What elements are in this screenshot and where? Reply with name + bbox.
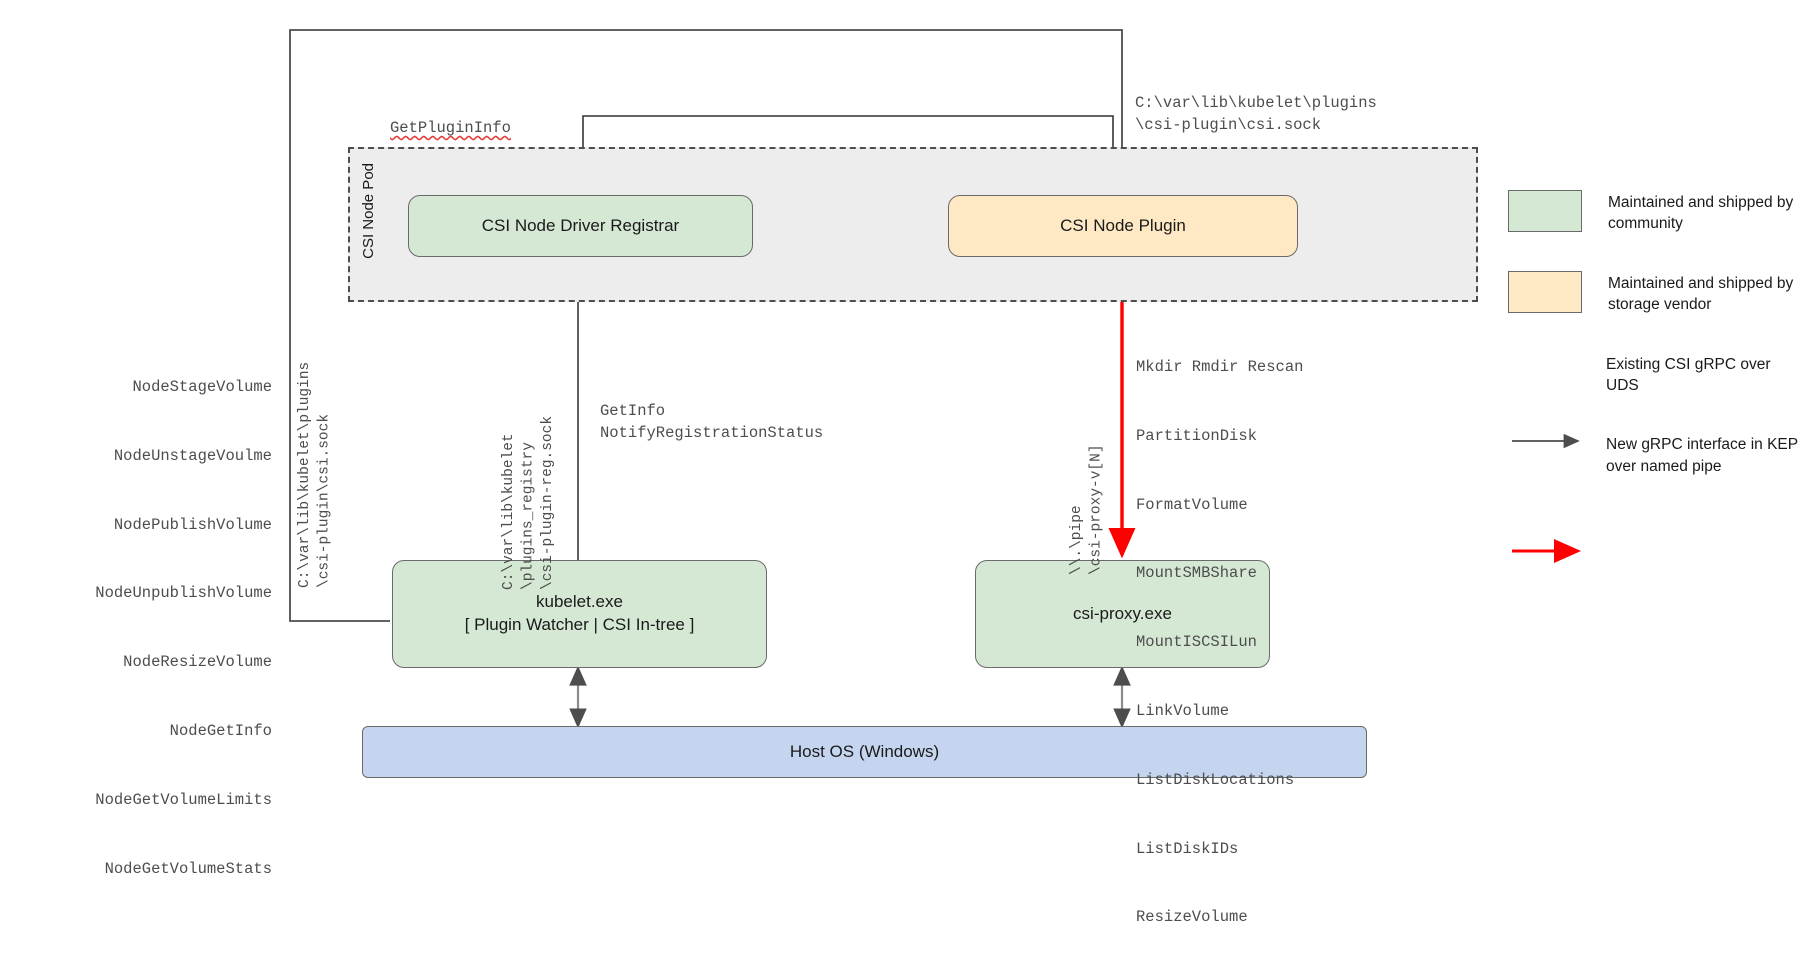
node-kubelet-exe[interactable]: kubelet.exe [ Plugin Watcher | CSI In-tr… — [392, 560, 767, 668]
legend-swatch-green — [1508, 190, 1582, 232]
rpc-item: NodeUnpublishVolume — [95, 584, 272, 603]
csi-node-rpc-list: NodeStageVolume NodeUnstageVoulme NodePu… — [0, 330, 272, 926]
legend-row-vendor: Maintained and shipped by storage vendor — [1508, 270, 1798, 316]
rpc-item: NodeGetInfo — [169, 721, 272, 740]
legend-row-community: Maintained and shipped by community — [1508, 190, 1798, 235]
node-csi-proxy-exe[interactable]: csi-proxy.exe — [975, 560, 1270, 668]
rpc-item: NodeGetVolumeLimits — [95, 790, 272, 809]
api-item: FormatVolume — [1136, 495, 1248, 514]
legend-label: Maintained and shipped by community — [1608, 194, 1794, 233]
api-item: MountSMBShare — [1136, 564, 1257, 583]
api-item: MountISCSILun — [1136, 633, 1257, 652]
rpc-item: NodeUnstageVoulme — [113, 446, 272, 465]
node-label: csi-proxy.exe — [1073, 603, 1172, 623]
node-csi-node-driver-registrar[interactable]: CSI Node Driver Registrar — [408, 195, 753, 257]
label-plugin-socket-path: C:\var\lib\kubelet\plugins \csi-plugin\c… — [1135, 94, 1377, 135]
api-item: Mkdir Rmdir Rescan — [1136, 357, 1304, 376]
legend: Maintained and shipped by community Main… — [1508, 190, 1798, 513]
api-item: ResizeVolume — [1136, 908, 1248, 927]
rpc-item: NodePublishVolume — [113, 515, 272, 534]
label-get-plugin-info: GetPluginInfo — [390, 119, 511, 137]
diagram-canvas: CSI Node Pod CSI Node Driver Registrar C… — [95, 29, 1798, 926]
api-item: ListDiskIDs — [1136, 839, 1239, 858]
label-kubelet-plugins-path: C:\var\lib\kubelet\plugins \csi-plugin\c… — [297, 361, 333, 588]
kubelet-label-secondary: [ Plugin Watcher | CSI In-tree ] — [464, 615, 695, 634]
node-label: CSI Node Plugin — [1060, 215, 1186, 235]
node-label: CSI Node Driver Registrar — [481, 215, 680, 235]
legend-arrow-red-icon — [1508, 432, 1580, 456]
legend-label: Existing CSI gRPC over UDS — [1606, 355, 1771, 394]
api-item: PartitionDisk — [1136, 426, 1257, 445]
api-item: ListDiskLocations — [1136, 770, 1295, 789]
rpc-item: NodeGetVolumeStats — [104, 859, 272, 878]
node-label: Host OS (Windows) — [789, 741, 940, 761]
node-csi-node-plugin[interactable]: CSI Node Plugin — [948, 195, 1298, 257]
legend-row-new-grpc: New gRPC interface in KEP over named pip… — [1508, 432, 1798, 477]
legend-arrow-gray-icon — [1508, 352, 1580, 376]
legend-label: New gRPC interface in KEP over named pip… — [1606, 436, 1798, 475]
csi-node-pod-label: CSI Node Pod — [360, 163, 377, 259]
legend-swatch-cream — [1508, 270, 1582, 313]
label-registry-socket-path: C:\var\lib\kubelet \plugins_registry \cs… — [501, 415, 557, 590]
rpc-item: NodeResizeVolume — [123, 653, 272, 672]
legend-label: Maintained and shipped by storage vendor — [1608, 274, 1794, 314]
legend-row-existing-grpc: Existing CSI gRPC over UDS — [1508, 352, 1798, 397]
api-item: LinkVolume — [1136, 701, 1230, 720]
csi-proxy-api-list: Mkdir Rmdir Rescan PartitionDisk FormatV… — [1136, 310, 1436, 975]
kubelet-label-primary: kubelet.exe — [536, 592, 623, 612]
label-named-pipe-path: \\.\pipe \csi-proxy-v[N] — [1069, 444, 1105, 575]
rpc-item: NodeStageVolume — [132, 377, 272, 396]
label-registration-calls: GetInfo NotifyRegistrationStatus — [600, 402, 824, 443]
node-host-os[interactable]: Host OS (Windows) — [362, 726, 1367, 778]
